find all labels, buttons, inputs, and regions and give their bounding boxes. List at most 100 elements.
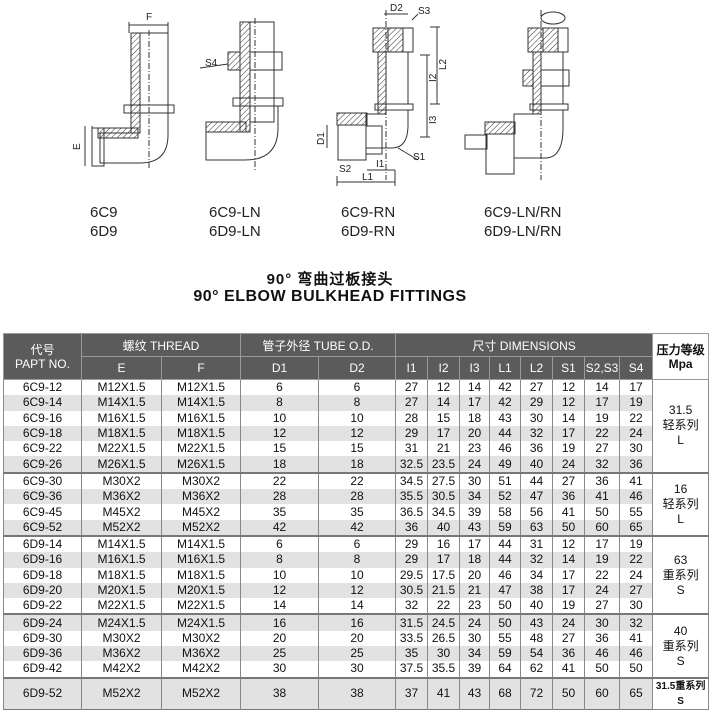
value-cell: 12 [427,379,461,396]
value-cell: 23.5 [427,456,461,473]
value-cell: 14 [240,598,320,615]
value-cell: 21 [427,441,461,457]
value-cell: 10 [240,410,320,426]
header-part-no: 代号 PAPT NO. [3,333,82,380]
value-cell: 50 [584,504,621,520]
value-cell: M45X2 [160,504,242,520]
header-thread: 螺纹 THREAD [80,333,242,357]
dim-label-d1: D1 [316,132,327,145]
value-cell: 10 [318,410,397,426]
value-cell: 32 [619,613,654,631]
value-cell: 32.5 [395,456,429,473]
value-cell: 38 [240,676,320,710]
value-cell: 8 [240,395,320,411]
value-cell: 8 [318,395,397,411]
value-cell: 23 [459,598,491,615]
pressure-group-cell: 31.5重系列S [652,676,710,710]
value-cell: M16X1.5 [81,552,162,568]
value-cell: 37 [395,676,429,710]
value-cell: 36 [552,646,586,662]
fitting-drawings: F E S4 D2 S3 L2 I2 I3 D1 S1 S2 I1 L1 [72,3,570,186]
value-cell: 50 [489,613,522,631]
value-cell: M52X2 [160,676,242,710]
value-cell: M22X1.5 [81,441,162,457]
value-cell: 29 [395,552,429,568]
value-cell: 35.5 [427,661,461,678]
value-cell: 46 [489,567,522,583]
value-cell: 14 [584,379,621,396]
part-number-cell: 6D9-36 [3,646,82,662]
value-cell: 42 [489,379,522,396]
part-number-cell: 6C9-12 [3,379,82,396]
value-cell: 34.5 [395,471,429,490]
value-cell: 37.5 [395,661,429,678]
part-number-cell: 6C9-26 [3,456,82,473]
value-cell: M18X1.5 [160,425,242,442]
pressure-code: L [677,511,684,526]
value-cell: 17 [459,395,491,411]
value-cell: 21.5 [427,582,461,599]
value-cell: 39 [459,661,491,678]
part-number-cell: 6D9-16 [3,552,82,568]
value-cell: 17 [552,567,586,583]
value-cell: 14 [459,379,491,396]
title-english: 90° ELBOW BULKHEAD FITTINGS [193,288,467,305]
value-cell: 22 [584,567,621,583]
value-cell: 60 [584,519,621,536]
caption-line2: 6D9-LN [209,223,261,240]
part-number-cell: 6C9-14 [3,395,82,411]
caption-line2: 6D9 [90,223,118,240]
value-cell: 24 [459,456,491,473]
value-cell: 17 [552,582,586,599]
value-cell: 30.5 [395,582,429,599]
pressure-code: S [676,582,685,597]
value-cell: 22 [619,410,654,426]
value-cell: 27.5 [427,471,461,490]
value-cell: 46 [489,441,522,457]
value-cell: 30 [619,598,654,615]
dimensions-table: 代号 PAPT NO. 螺纹 THREAD 管子外径 TUBE O.D. 尺寸 … [3,333,710,710]
pressure-series: 重系列 [662,638,699,653]
value-cell: 27 [619,582,654,599]
value-cell: 43 [520,613,554,631]
value-cell: M16X1.5 [81,410,162,426]
value-cell: 8 [318,552,397,568]
value-cell: M22X1.5 [160,441,242,457]
value-cell: 30 [459,630,491,647]
value-cell: 50 [584,661,621,678]
caption-line1: 6C9-LN [209,204,261,221]
value-cell: 35 [240,504,320,520]
value-cell: 12 [240,425,320,442]
value-cell: 24 [552,613,586,631]
value-cell: M20X1.5 [160,582,242,599]
value-cell: 20 [459,425,491,442]
dim-label-s1: S1 [413,152,426,163]
value-cell: 44 [489,425,522,442]
subheader-l1: L1 [489,356,522,380]
value-cell: 28 [318,489,397,505]
dim-label-l1: L1 [362,172,374,183]
value-cell: 19 [584,552,621,568]
value-cell: 49 [489,456,522,473]
value-cell: 20 [459,567,491,583]
value-cell: 30 [619,441,654,457]
part-number-cell: 6C9-22 [3,441,82,457]
value-cell: 30 [520,410,554,426]
value-cell: 40 [520,598,554,615]
value-cell: 12 [552,395,586,411]
value-cell: 65 [619,519,654,536]
value-cell: 14 [427,395,461,411]
dim-label-s3: S3 [418,6,431,17]
value-cell: 24 [619,567,654,583]
value-cell: M14X1.5 [160,534,242,553]
value-cell: 36 [584,630,621,647]
value-cell: 42 [318,519,397,536]
value-cell: 17.5 [427,567,461,583]
